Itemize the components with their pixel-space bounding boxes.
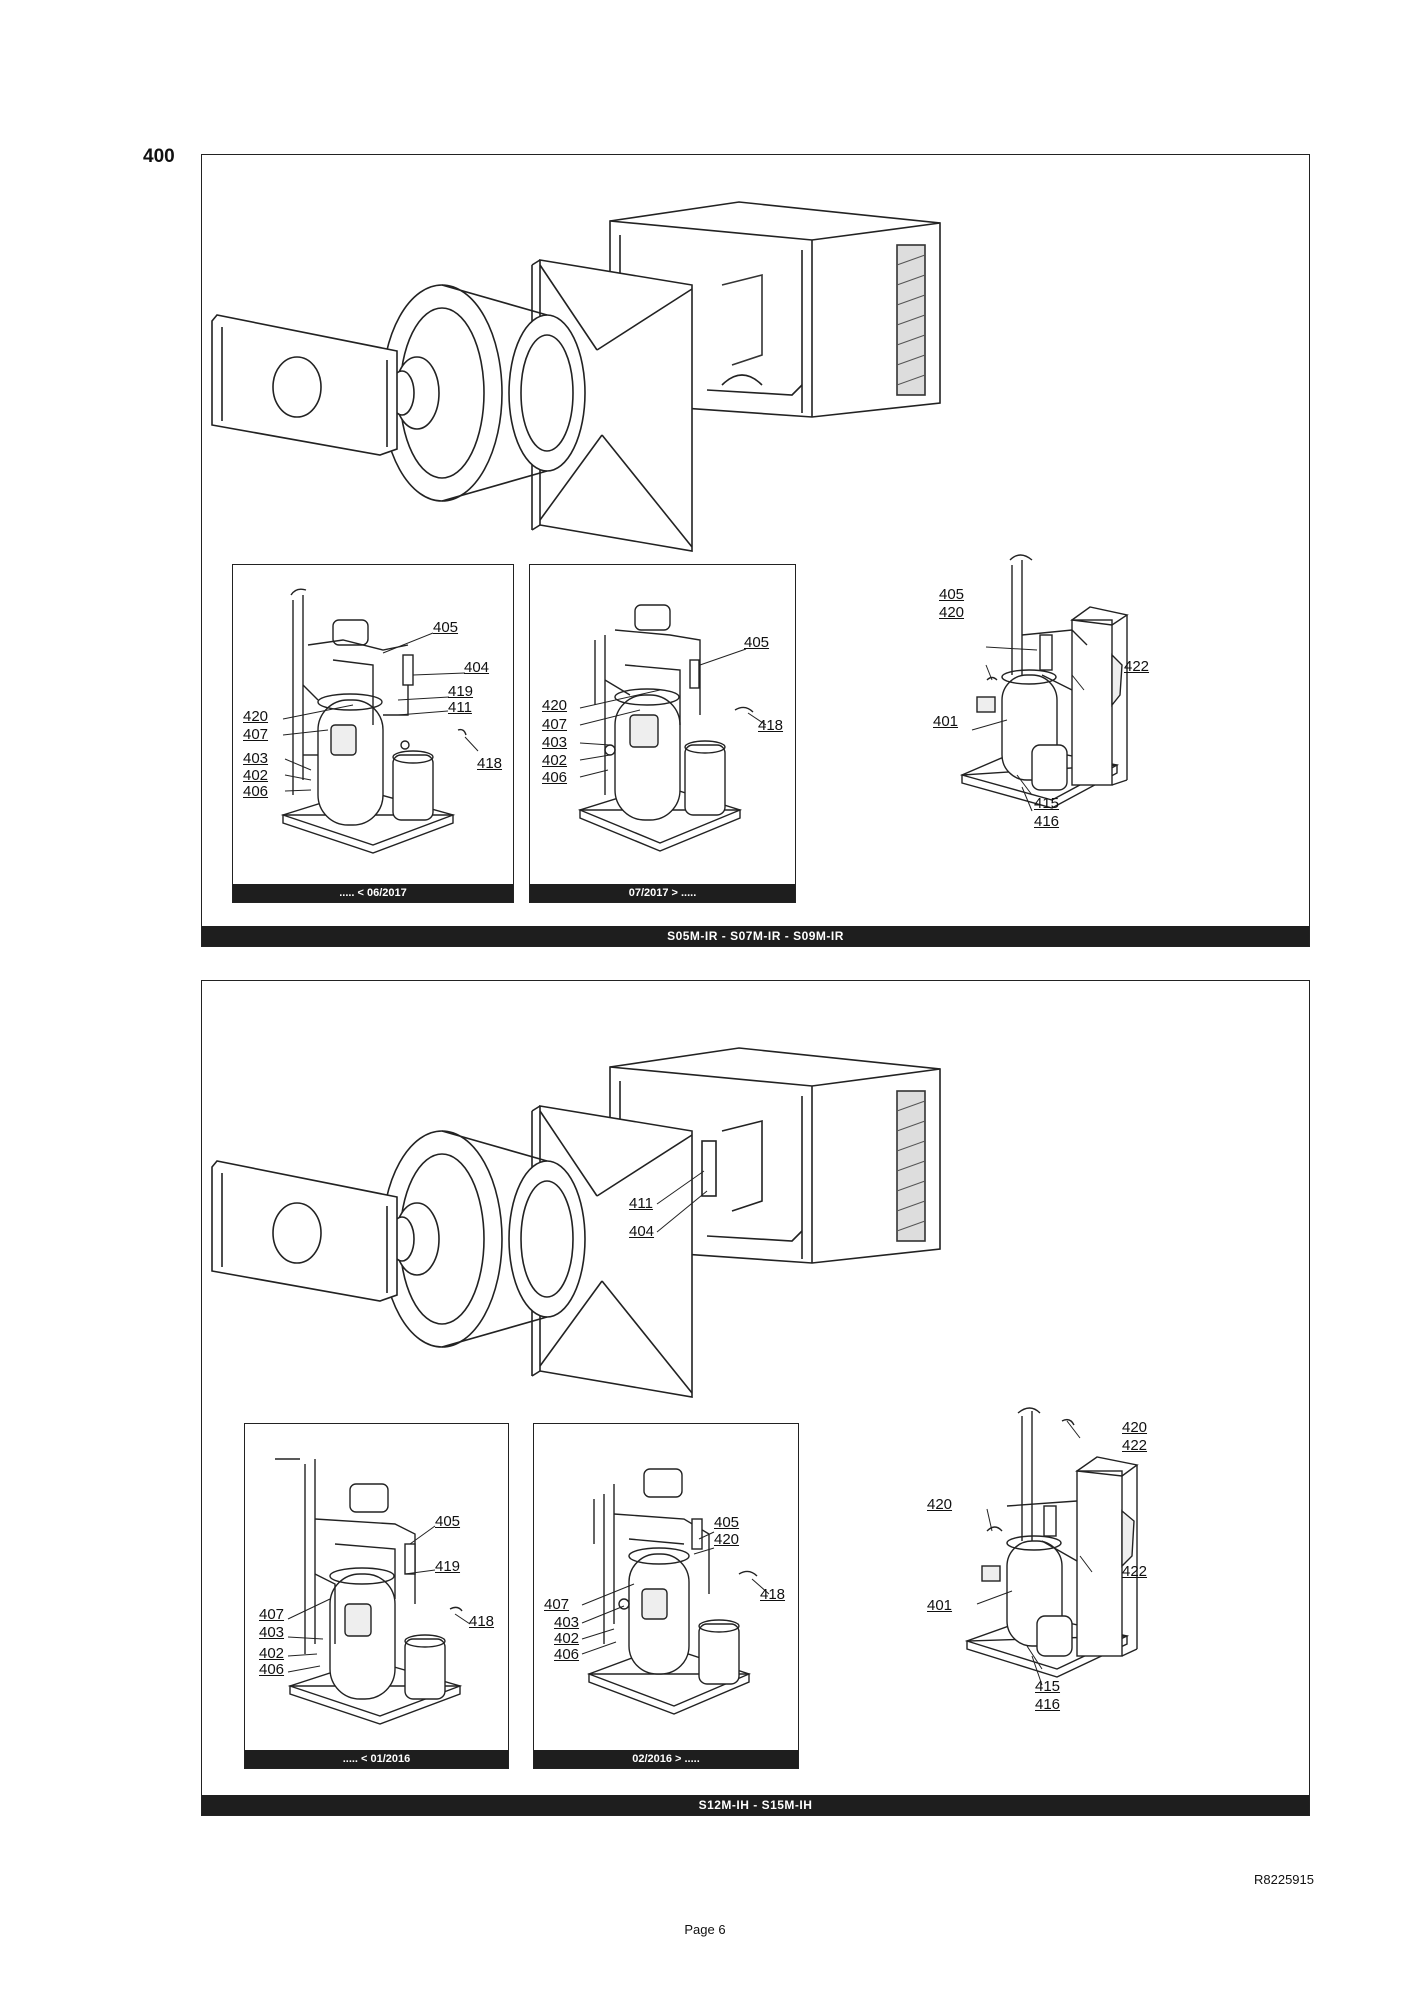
part-label: 420 [927, 1496, 953, 1513]
part-label: 418 [760, 1586, 786, 1603]
part-label: 403 [542, 734, 568, 751]
part-label: 419 [448, 683, 474, 700]
compressor-assembly-drawing [959, 554, 1129, 812]
part-label: 415 [1034, 795, 1060, 812]
part-label: 418 [477, 755, 503, 772]
part-label: 416 [1034, 813, 1060, 830]
part-label: 405 [714, 1514, 740, 1531]
part-label: 420 [1122, 1419, 1148, 1436]
part-label: 405 [939, 586, 965, 603]
part-label: 420 [243, 708, 269, 725]
compressor-drawing [577, 604, 767, 852]
part-label: 407 [243, 726, 269, 743]
part-label: 403 [554, 1614, 580, 1631]
model-label-bar: S05M-IR - S07M-IR - S09M-IR [202, 926, 1309, 946]
compressor-drawing [275, 1458, 471, 1725]
part-label: 407 [259, 1606, 285, 1623]
part-label: 420 [939, 604, 965, 621]
part-label: 419 [435, 1558, 461, 1575]
inset-after-07-2017: 405 420 407 403 402 406 418 07/2017 > ..… [529, 564, 796, 903]
part-label: 416 [1035, 1696, 1061, 1713]
part-label: 402 [243, 767, 269, 784]
part-label: 406 [243, 783, 269, 800]
inset-before-06-2017: 405 404 419 411 420 407 403 402 406 418 … [232, 564, 514, 903]
part-label: 411 [629, 1195, 653, 1212]
part-label: 422 [1124, 658, 1150, 675]
inset-date-label: 07/2017 > ..... [530, 884, 795, 902]
panel-ir: 405 404 419 411 420 407 403 402 406 418 … [201, 154, 1310, 947]
section-number: 400 [143, 146, 175, 167]
part-label: 415 [1035, 1678, 1061, 1695]
part-label: 406 [542, 769, 568, 786]
part-label: 406 [259, 1661, 285, 1678]
part-label: 422 [1122, 1563, 1148, 1580]
inset-after-02-2016: 405 420 407 403 402 406 418 02/2016 > ..… [533, 1423, 799, 1769]
part-label: 405 [744, 634, 770, 651]
part-label: 402 [542, 752, 568, 769]
part-label: 418 [758, 717, 784, 734]
page-number: Page 6 [684, 1922, 726, 1937]
compressor-drawing [581, 1468, 770, 1715]
inset-date-label: ..... < 06/2017 [233, 884, 513, 902]
part-label: 418 [469, 1613, 495, 1630]
inset-date-label: ..... < 01/2016 [245, 1750, 508, 1768]
part-label: 411 [448, 699, 472, 716]
part-label: 403 [243, 750, 269, 767]
part-label: 402 [554, 1630, 580, 1647]
compressor-drawing [280, 588, 479, 854]
part-label: 405 [435, 1513, 461, 1530]
exploded-unit-drawing [211, 1047, 941, 1398]
inset-date-label: 02/2016 > ..... [534, 1750, 798, 1768]
inset-before-01-2016: 405 419 407 403 402 406 418 ..... < 01/2… [244, 1423, 509, 1769]
part-label: 404 [629, 1223, 655, 1240]
exploded-unit-drawing [211, 201, 941, 552]
document-reference: R8225915 [1254, 1872, 1314, 1887]
part-label: 420 [542, 697, 568, 714]
part-label: 401 [933, 713, 959, 730]
part-label: 401 [927, 1597, 953, 1614]
compressor-assembly-drawing [964, 1407, 1139, 1686]
part-label: 407 [544, 1596, 570, 1613]
part-label: 420 [714, 1531, 740, 1548]
panel-ih: 411 404 [201, 980, 1310, 1816]
part-label: 407 [542, 716, 568, 733]
part-label: 406 [554, 1646, 580, 1663]
part-label: 402 [259, 1645, 285, 1662]
part-label: 404 [464, 659, 490, 676]
model-label-bar: S12M-IH - S15M-IH [202, 1795, 1309, 1815]
part-label: 422 [1122, 1437, 1148, 1454]
part-label: 405 [433, 619, 459, 636]
part-label: 403 [259, 1624, 285, 1641]
